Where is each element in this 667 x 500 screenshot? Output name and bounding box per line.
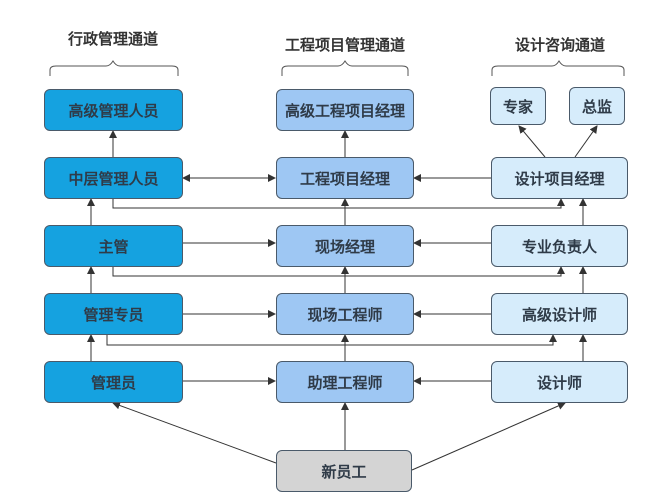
arrow-new-to-clerk <box>112 401 277 464</box>
node-design-designer: 设计师 <box>491 361 628 403</box>
node-admin-specialist: 管理专员 <box>44 293 183 335</box>
node-admin-clerk: 管理员 <box>44 361 183 403</box>
arrow-design-pm-to-director <box>574 125 598 158</box>
node-design-senior: 高级设计师 <box>491 293 628 335</box>
node-design-lead: 专业负责人 <box>491 225 628 267</box>
node-eng-pm: 工程项目经理 <box>276 157 414 199</box>
link-middle-design-pm <box>109 192 565 209</box>
node-eng-site-engineer: 现场工程师 <box>276 293 414 335</box>
header-admin: 行政管理通道 <box>67 30 158 48</box>
node-eng-senior: 高级工程项目经理 <box>276 89 414 131</box>
arrow-new-to-designer <box>411 402 566 471</box>
node-design-director: 总监 <box>569 87 625 125</box>
brace-design <box>491 60 625 76</box>
node-admin-supervisor: 主管 <box>44 225 183 267</box>
link-supervisor-design-lead <box>109 260 565 277</box>
node-eng-assistant: 助理工程师 <box>276 361 414 403</box>
link-specialist-senior-designer <box>103 328 557 346</box>
arrow-design-pm-to-expert <box>518 125 546 158</box>
brace-admin <box>49 60 179 76</box>
node-new-employee: 新员工 <box>276 450 412 492</box>
header-design: 设计咨询通道 <box>514 36 605 54</box>
brace-engineering <box>281 60 409 76</box>
node-admin-senior: 高级管理人员 <box>44 89 183 131</box>
node-design-pm: 设计项目经理 <box>491 157 628 199</box>
node-design-expert: 专家 <box>490 87 546 125</box>
header-engineering: 工程项目管理通道 <box>284 36 405 54</box>
node-admin-middle: 中层管理人员 <box>44 157 183 199</box>
node-eng-site-manager: 现场经理 <box>276 225 414 267</box>
